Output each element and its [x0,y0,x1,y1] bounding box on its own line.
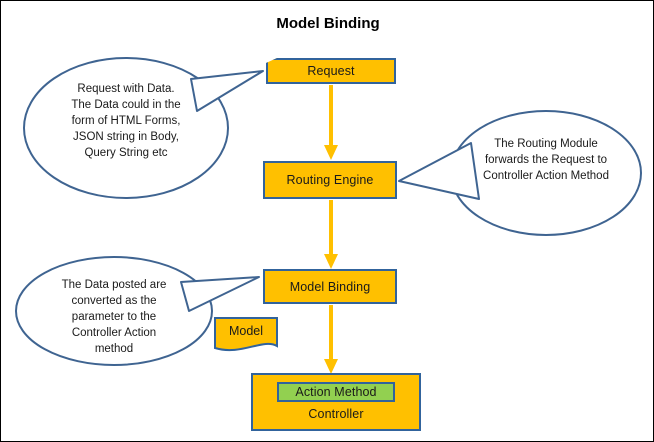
node-action-method[interactable]: Action Method [277,382,395,402]
node-controller-label: Controller [308,407,364,421]
node-controller[interactable]: Action Method Controller [251,373,421,431]
node-request[interactable]: Request [266,58,396,84]
callout-model-binding [15,256,260,366]
node-model-label: Model [228,324,264,338]
callout-routing-text: The Routing Module forwards the Request … [483,138,609,182]
callout-request [23,57,264,199]
arrow-request-to-routing [324,85,338,160]
node-model[interactable]: Model [215,316,281,356]
arrow-binding-to-controller [324,305,338,374]
callout-model-binding-text: The Data posted are converted as the par… [61,279,167,355]
node-model-binding[interactable]: Model Binding [263,269,397,304]
callout-routing [398,110,642,236]
callout-request-text: Request with Data. The Data could in the… [71,83,181,159]
model-shape [214,317,278,352]
node-routing-engine[interactable]: Routing Engine [263,161,397,199]
arrow-routing-to-binding [324,200,338,269]
page-title: Model Binding [276,15,380,32]
